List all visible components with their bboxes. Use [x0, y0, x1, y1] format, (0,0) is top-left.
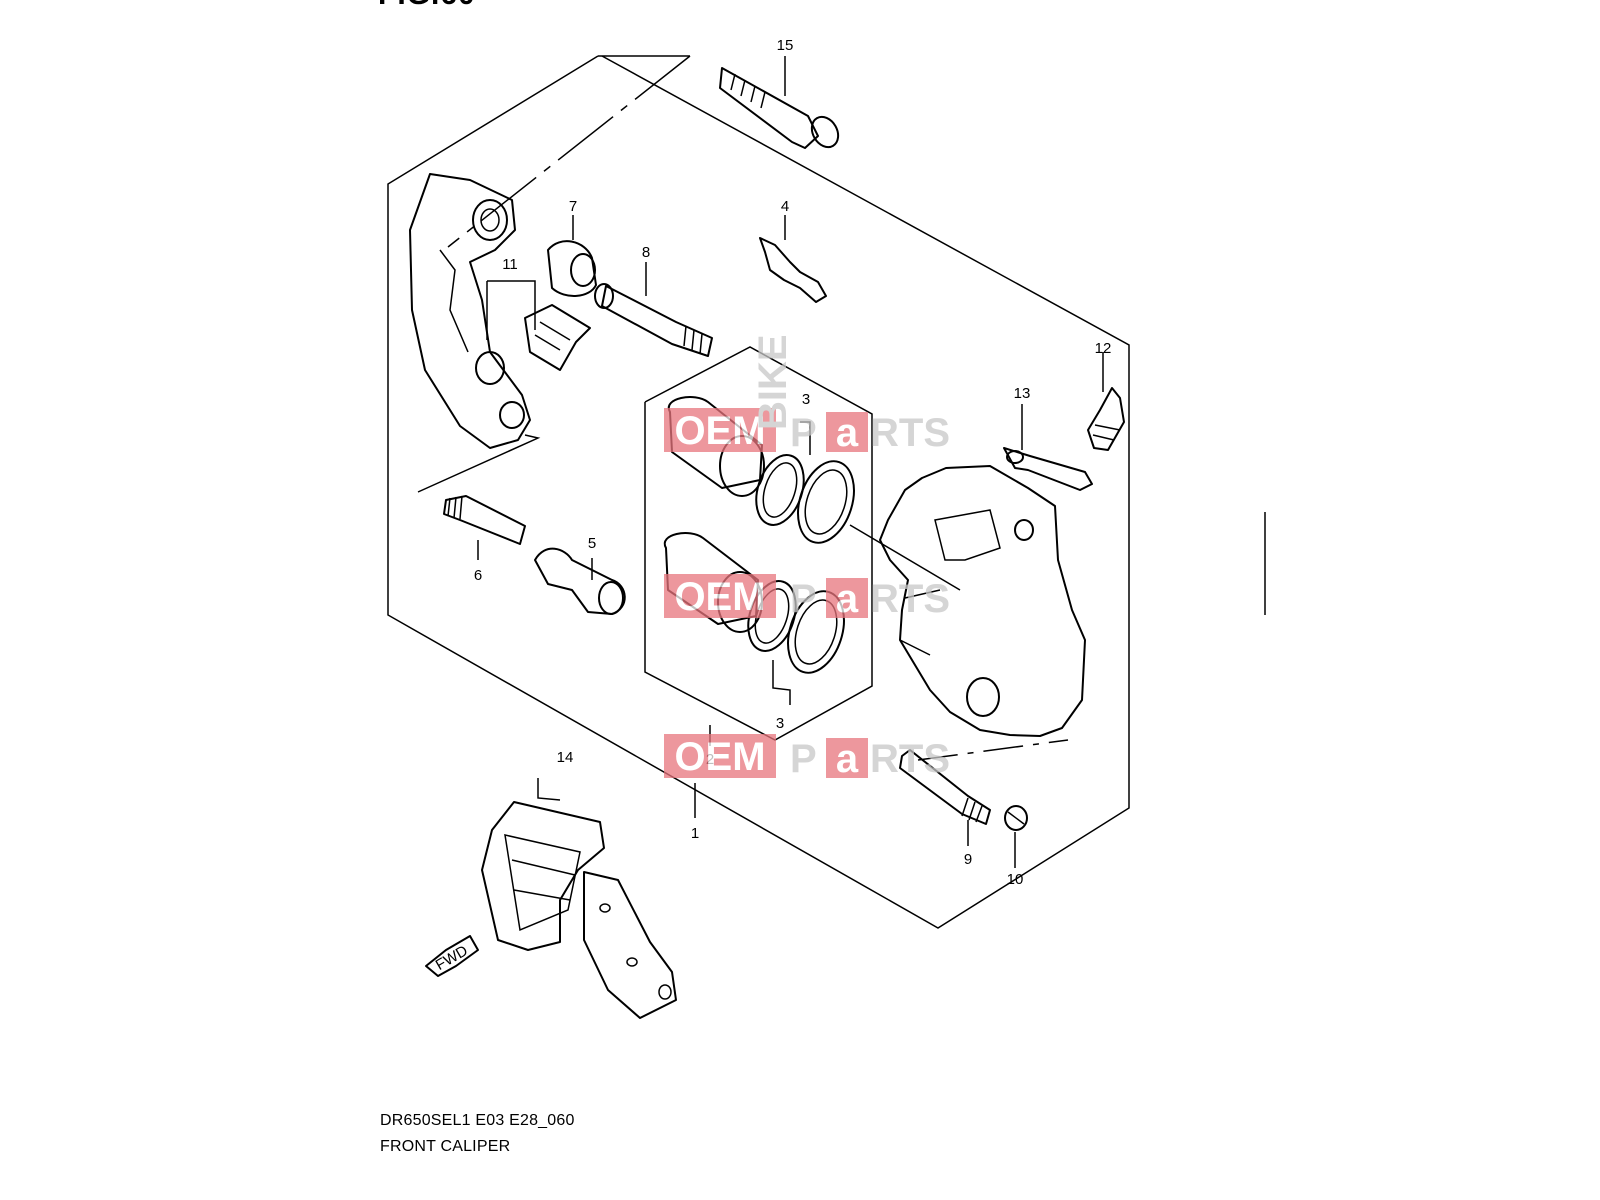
spring-clip-4-icon: [759, 237, 827, 303]
leader-bolt-15: [447, 55, 691, 248]
callout-10: 10: [1007, 871, 1024, 888]
callout-6: 6: [474, 567, 482, 584]
svg-text:P: P: [790, 737, 817, 781]
watermark-row-2: OEM P a RTS: [664, 574, 950, 621]
callout-12: 12: [1095, 340, 1112, 357]
fwd-arrow-icon: FWD: [425, 935, 479, 977]
brake-pad-set-14-icon: [481, 778, 677, 1019]
leader-pin-9: [917, 739, 1069, 761]
svg-text:RTS: RTS: [870, 577, 950, 621]
assembly-outline: [387, 55, 1130, 929]
callout-8: 8: [642, 244, 650, 261]
callout-13: 13: [1014, 385, 1031, 402]
figure-label: FIG.60: [378, 0, 476, 12]
boot-7-icon: [547, 240, 597, 297]
svg-text:P: P: [790, 411, 817, 455]
callout-4: 4: [781, 198, 789, 215]
svg-text:RTS: RTS: [870, 411, 950, 455]
leader-piston: [849, 524, 961, 591]
leader-seal-3-lower: [772, 660, 791, 705]
callout-7: 7: [569, 198, 577, 215]
watermark-logo: OEM BIKE P a RTS OEM P a RTS OEM P a RTS: [664, 334, 950, 781]
pin-8-icon: [594, 283, 713, 357]
svg-text:P: P: [790, 577, 817, 621]
svg-text:OEM: OEM: [674, 735, 765, 779]
callout-3-lower: 3: [776, 715, 784, 732]
caliper-bracket-icon: [409, 173, 531, 449]
leader-bracket-pin: [417, 434, 541, 493]
bleeder-cap-13-icon: [1003, 447, 1093, 491]
plug-10-icon: [1004, 805, 1028, 831]
boot-5-icon: [534, 547, 626, 615]
watermark-row-3: OEM P a RTS: [664, 734, 950, 781]
callout-9: 9: [964, 851, 972, 868]
diagram-code: DR650SEL1 E03 E28_060: [380, 1112, 575, 1129]
svg-text:a: a: [836, 737, 859, 781]
callout-14: 14: [557, 749, 574, 766]
bleeder-valve-12-icon: [1087, 387, 1125, 451]
watermark-row-1: OEM BIKE P a RTS: [664, 334, 950, 455]
leader-seal-3-upper: [800, 421, 811, 455]
svg-text:OEM: OEM: [674, 409, 765, 453]
caliper-body-icon: [879, 465, 1086, 737]
pad-retainer-11-icon: [486, 280, 591, 371]
svg-text:OEM: OEM: [674, 575, 765, 619]
pin-9-icon: [899, 749, 991, 825]
svg-text:BIKE: BIKE: [751, 334, 795, 430]
callout-5: 5: [588, 535, 596, 552]
callout-3-upper: 3: [802, 391, 810, 408]
diagram-title: FRONT CALIPER: [380, 1138, 511, 1155]
piston-seal-box: [644, 346, 873, 741]
svg-text:a: a: [836, 577, 859, 621]
callout-15: 15: [777, 37, 794, 54]
svg-text:a: a: [836, 411, 859, 455]
seal-upper-large-icon: [797, 460, 855, 544]
pin-6-icon: [443, 495, 526, 545]
bolt-15-icon: [719, 67, 840, 149]
callout-1: 1: [691, 825, 699, 842]
callout-11: 11: [502, 256, 518, 273]
svg-text:RTS: RTS: [870, 737, 950, 781]
